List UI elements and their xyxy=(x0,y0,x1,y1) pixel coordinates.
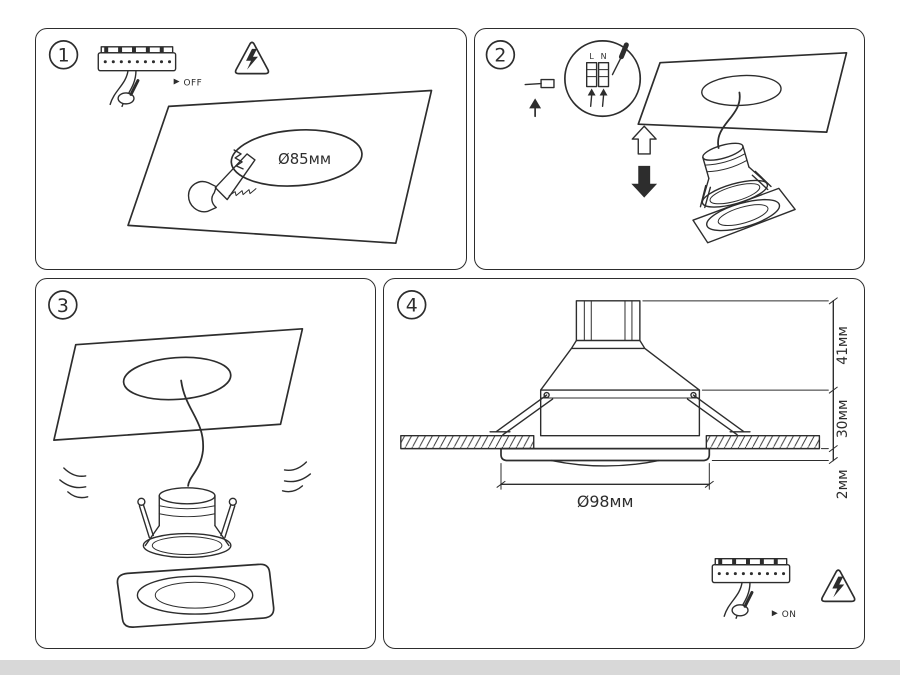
downlight-fixture xyxy=(692,142,796,244)
ceiling-section-right xyxy=(705,435,821,450)
spring-clip-right xyxy=(220,497,238,539)
wiring-detail-magnifier: L N xyxy=(564,40,642,118)
step-number-label: 4 xyxy=(406,296,418,317)
power-cable xyxy=(717,91,741,149)
motion-marks-right xyxy=(281,461,312,493)
step-number-2: 2 xyxy=(485,40,516,70)
trim-plate xyxy=(116,563,275,628)
arrow-right-icon xyxy=(173,78,180,85)
wire-insert-arrow xyxy=(587,88,596,96)
fixture-housing xyxy=(539,389,701,437)
spring-arm-left xyxy=(489,391,554,436)
lamp-face-curve xyxy=(550,459,660,467)
hole-diameter-label: Ø85мм xyxy=(278,150,331,168)
trim-diameter-label: Ø98мм xyxy=(577,492,634,511)
step-number-3: 3 xyxy=(48,290,78,320)
spring-clip-left xyxy=(137,497,155,539)
power-off-label: OFF xyxy=(184,79,203,89)
terminal-block-icon xyxy=(97,46,177,108)
panel-step-2: 2 L N xyxy=(474,28,865,270)
pointing-hand-icon xyxy=(117,79,140,105)
step-number-label: 1 xyxy=(58,46,70,67)
lightning-bolt-icon xyxy=(246,48,258,70)
panel-step-1: 1 OFF xyxy=(35,28,467,270)
dim-41mm-label: 41мм xyxy=(835,326,851,365)
spring-arm-right xyxy=(686,391,751,436)
warning-triangle-icon xyxy=(234,41,270,75)
spring-clips xyxy=(699,170,772,209)
step-number-label: 2 xyxy=(494,46,506,67)
warning-triangle-icon xyxy=(820,569,856,603)
power-on-label: ON xyxy=(782,610,797,620)
panel-step-4: 4 xyxy=(383,278,865,649)
vertical-dimension-lines: 41мм 30мм 2мм xyxy=(642,297,851,499)
step-number-4: 4 xyxy=(396,290,427,320)
arrow-right-icon xyxy=(771,610,778,617)
motion-marks-left xyxy=(59,467,89,499)
saw-cut-zigzag xyxy=(233,149,244,170)
arrow-up-icon xyxy=(529,98,542,109)
step-number-label: 3 xyxy=(57,295,69,317)
lightning-bolt-icon xyxy=(832,576,845,598)
ceiling-panel-cutout: Ø85мм xyxy=(127,89,433,245)
ceiling-panel xyxy=(637,51,848,133)
terminal-live-label: L xyxy=(589,52,594,61)
trim-ring xyxy=(500,447,711,462)
power-cable xyxy=(180,379,204,487)
ceiling-panel xyxy=(53,327,304,441)
insert-arrow-up-icon xyxy=(631,125,657,155)
wire-insert-arrow xyxy=(599,88,608,96)
terminal-neutral-label: N xyxy=(601,52,607,61)
page-bottom-strip xyxy=(0,660,900,675)
pointing-hand-icon xyxy=(731,590,754,617)
keyhole-saw-icon xyxy=(187,153,257,213)
power-off-indicator: OFF xyxy=(173,78,203,89)
remove-arrow-down-icon xyxy=(631,165,658,198)
dim-2mm-label: 2мм xyxy=(835,469,851,499)
wire-plug-icon xyxy=(524,78,555,118)
trim-plate xyxy=(692,187,796,244)
terminal-block-icon: ON xyxy=(711,558,797,620)
downlight-fixture xyxy=(116,487,275,628)
ceiling-section-left xyxy=(400,435,535,450)
screwdriver-icon xyxy=(611,42,629,76)
step-number-1: 1 xyxy=(48,40,79,70)
dim-30mm-label: 30мм xyxy=(835,400,851,439)
cutout-hole xyxy=(701,74,782,107)
panel-step-3: 3 xyxy=(35,278,376,649)
diameter-dimension: Ø98мм xyxy=(496,463,714,511)
lamp-body xyxy=(575,300,641,342)
cutout-hole xyxy=(122,356,232,401)
cutout-hole xyxy=(230,129,363,187)
installed-fixture-section xyxy=(400,300,821,467)
